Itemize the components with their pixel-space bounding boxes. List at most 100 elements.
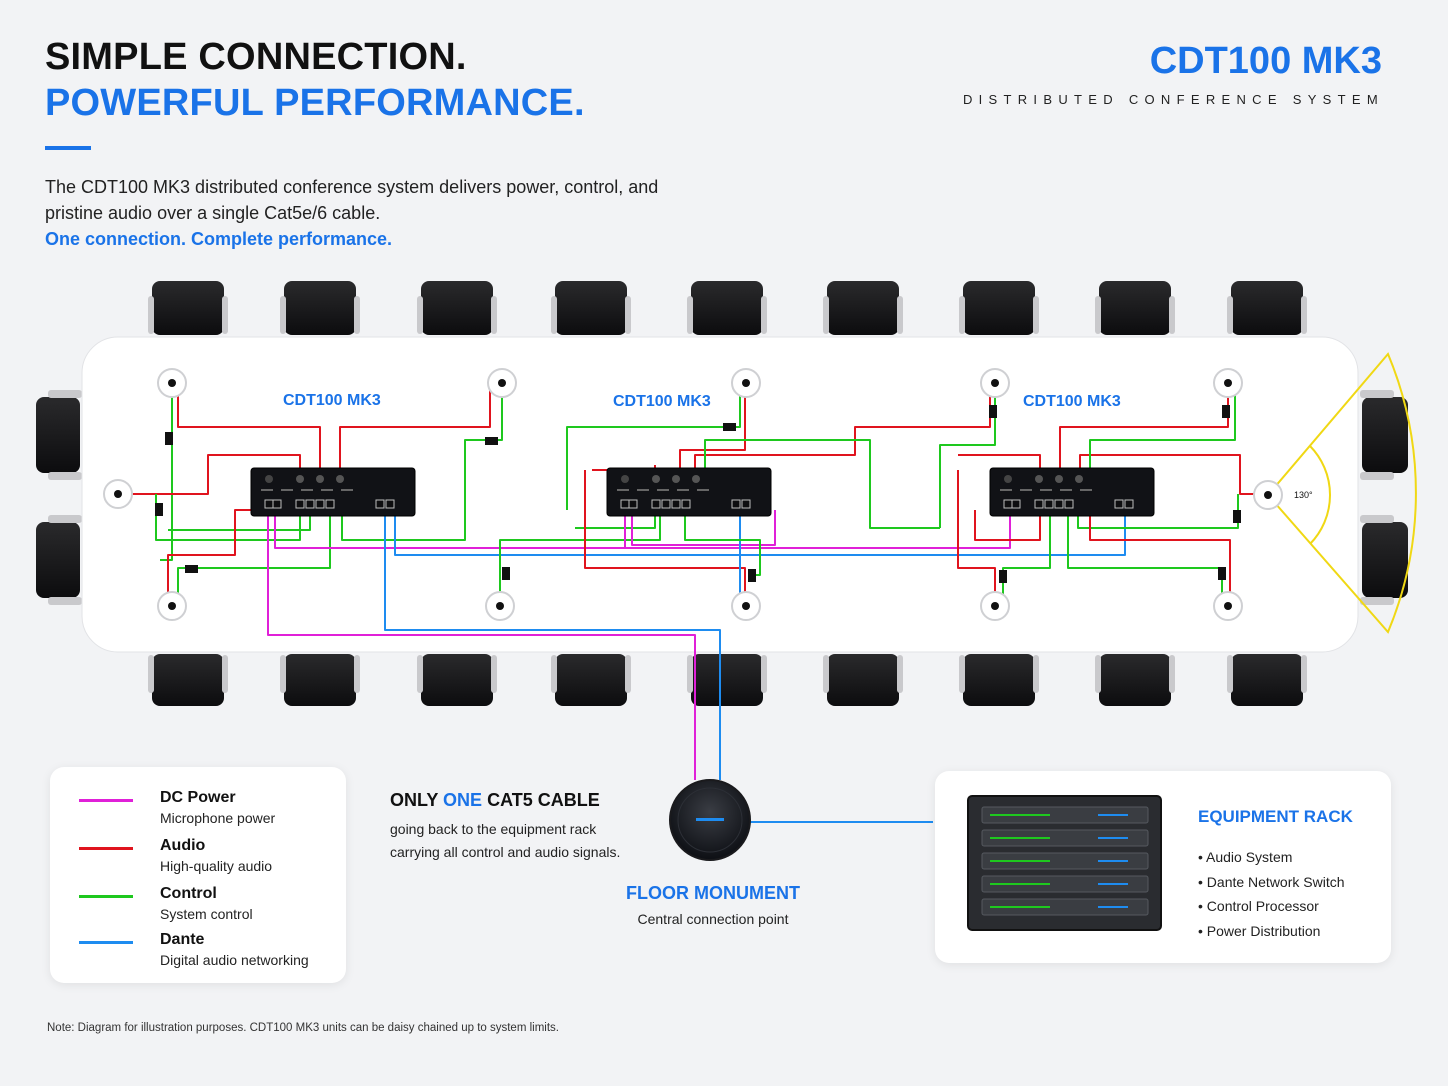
- microphone: [980, 368, 1010, 398]
- control-cable: [684, 510, 761, 576]
- cat5-emphasis: ONE: [443, 790, 483, 810]
- audio-cable: [974, 510, 1041, 541]
- chair: [959, 654, 1039, 706]
- legend-title: Control: [160, 885, 217, 902]
- control-cable: [566, 384, 741, 510]
- microphone: [487, 368, 517, 398]
- cables: [130, 384, 1258, 823]
- microphones: [103, 368, 1243, 621]
- chair: [148, 281, 228, 335]
- cat5-description: going back to the equipment rack carryin…: [390, 818, 650, 864]
- control-cable: [177, 510, 331, 604]
- chairs-top: [148, 281, 1307, 335]
- camera-fov: [1266, 352, 1417, 634]
- cat5-line-1: going back to the equipment rack: [390, 821, 597, 837]
- legend-item-audio: Audio High-quality audio: [50, 837, 346, 883]
- legend: DC Power Microphone power Audio High-qua…: [50, 767, 346, 983]
- microphone: [157, 591, 187, 621]
- legend-subtitle: System control: [160, 906, 253, 922]
- legend-title: DC Power: [160, 789, 236, 806]
- cdt100-unit: [250, 467, 416, 517]
- cdt100-unit: [606, 467, 772, 517]
- legend-swatch: [79, 799, 133, 802]
- legend-swatch: [79, 895, 133, 898]
- control-cable: [341, 384, 503, 541]
- legend-item-dante: Dante Digital audio networking: [50, 931, 346, 977]
- control-cable: [1002, 510, 1051, 604]
- rack-item: • Dante Network Switch: [1198, 873, 1345, 890]
- audio-cable: [958, 454, 1041, 470]
- equipment-rack-list: • Audio System • Dante Network Switch • …: [1198, 845, 1345, 943]
- legend-item-dc-power: DC Power Microphone power: [50, 789, 346, 835]
- control-cable: [168, 510, 311, 531]
- legend-swatch: [79, 847, 133, 850]
- legend-swatch: [79, 941, 133, 944]
- cat5-line-2: carrying all control and audio signals.: [390, 844, 621, 860]
- chair: [551, 654, 631, 706]
- control-cable: [1089, 384, 1236, 470]
- audio-cable: [339, 384, 491, 470]
- audio-cable: [957, 470, 996, 604]
- microphone: [103, 479, 133, 509]
- rack-item: • Power Distribution: [1198, 922, 1321, 939]
- microphone: [980, 591, 1010, 621]
- chair-left-1: [36, 390, 82, 480]
- camera-angle-label: 130°: [1294, 490, 1313, 500]
- microphone: [485, 591, 515, 621]
- microphone: [157, 368, 187, 398]
- chair: [1095, 281, 1175, 335]
- rack-item: • Control Processor: [1198, 898, 1319, 914]
- chair: [687, 281, 767, 335]
- cat5-suffix: CAT5 CABLE: [487, 790, 600, 810]
- legend-title: Dante: [160, 931, 205, 948]
- control-cable: [155, 494, 301, 541]
- chair-right-2: [1360, 515, 1408, 605]
- microphone: [731, 591, 761, 621]
- chair-right-1: [1360, 390, 1408, 480]
- inline-connectors: [155, 405, 1241, 583]
- chair: [1227, 281, 1307, 335]
- cdt100-units: [250, 467, 1155, 517]
- camera-node: [1253, 480, 1283, 510]
- microphone: [1213, 591, 1243, 621]
- brand-title: CDT100 MK3: [1149, 40, 1382, 82]
- unit-2-label: CDT100 MK3: [613, 393, 711, 410]
- microphone: [1213, 368, 1243, 398]
- chair: [280, 281, 360, 335]
- chair: [1095, 654, 1175, 706]
- chair: [148, 654, 228, 706]
- legend-subtitle: Digital audio networking: [160, 952, 309, 968]
- cdt100-unit: [989, 467, 1155, 517]
- dc-power-cable: [267, 510, 696, 780]
- legend-title: Audio: [160, 837, 206, 854]
- control-cable: [499, 510, 661, 604]
- audio-cable: [679, 384, 746, 470]
- description: The CDT100 MK3 distributed conference sy…: [45, 174, 685, 252]
- chair: [417, 654, 497, 706]
- audio-cable: [1079, 454, 1258, 495]
- microphone: [731, 368, 761, 398]
- chair: [823, 654, 903, 706]
- headline-line-2: POWERFUL PERFORMANCE.: [45, 82, 585, 124]
- control-cable: [704, 439, 940, 529]
- control-cable: [1067, 510, 1223, 604]
- cat5-title: ONLY ONE CAT5 CABLE: [390, 790, 600, 811]
- chair: [823, 281, 903, 335]
- accent-rule: [45, 146, 91, 150]
- legend-subtitle: High-quality audio: [160, 858, 273, 874]
- chair: [417, 281, 497, 335]
- unit-1-label: CDT100 MK3: [283, 392, 381, 409]
- audio-cable: [1089, 510, 1231, 604]
- chairs-bottom: [148, 654, 1307, 706]
- footnote: Note: Diagram for illustration purposes.…: [47, 1022, 559, 1034]
- unit-3-label: CDT100 MK3: [1023, 393, 1121, 410]
- chair-left-2: [36, 515, 82, 605]
- floor-monument: [669, 779, 751, 861]
- dc-power-cable: [274, 510, 1011, 549]
- equipment-rack-title: EQUIPMENT RACK: [1198, 807, 1353, 826]
- dante-cable: [384, 510, 721, 780]
- chair: [959, 281, 1039, 335]
- audio-cable: [584, 470, 746, 604]
- brand-subtitle: DISTRIBUTED CONFERENCE SYSTEM: [962, 92, 1384, 107]
- legend-item-control: Control System control: [50, 885, 346, 931]
